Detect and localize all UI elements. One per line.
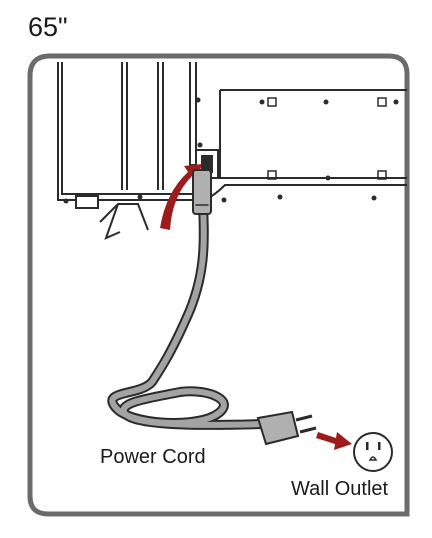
plug-in-arrow-icon xyxy=(316,432,352,450)
illustration-frame xyxy=(27,53,410,517)
screw-dots xyxy=(63,97,399,204)
tv-size-label: 65" xyxy=(28,12,68,42)
plug-icon xyxy=(256,410,317,446)
wall-outlet-label: Wall Outlet xyxy=(291,478,389,500)
power-cord-label: Power Cord xyxy=(100,446,206,468)
power-cord xyxy=(107,169,267,430)
insert-arrow-icon xyxy=(160,164,202,230)
wall-outlet-icon xyxy=(353,432,393,472)
